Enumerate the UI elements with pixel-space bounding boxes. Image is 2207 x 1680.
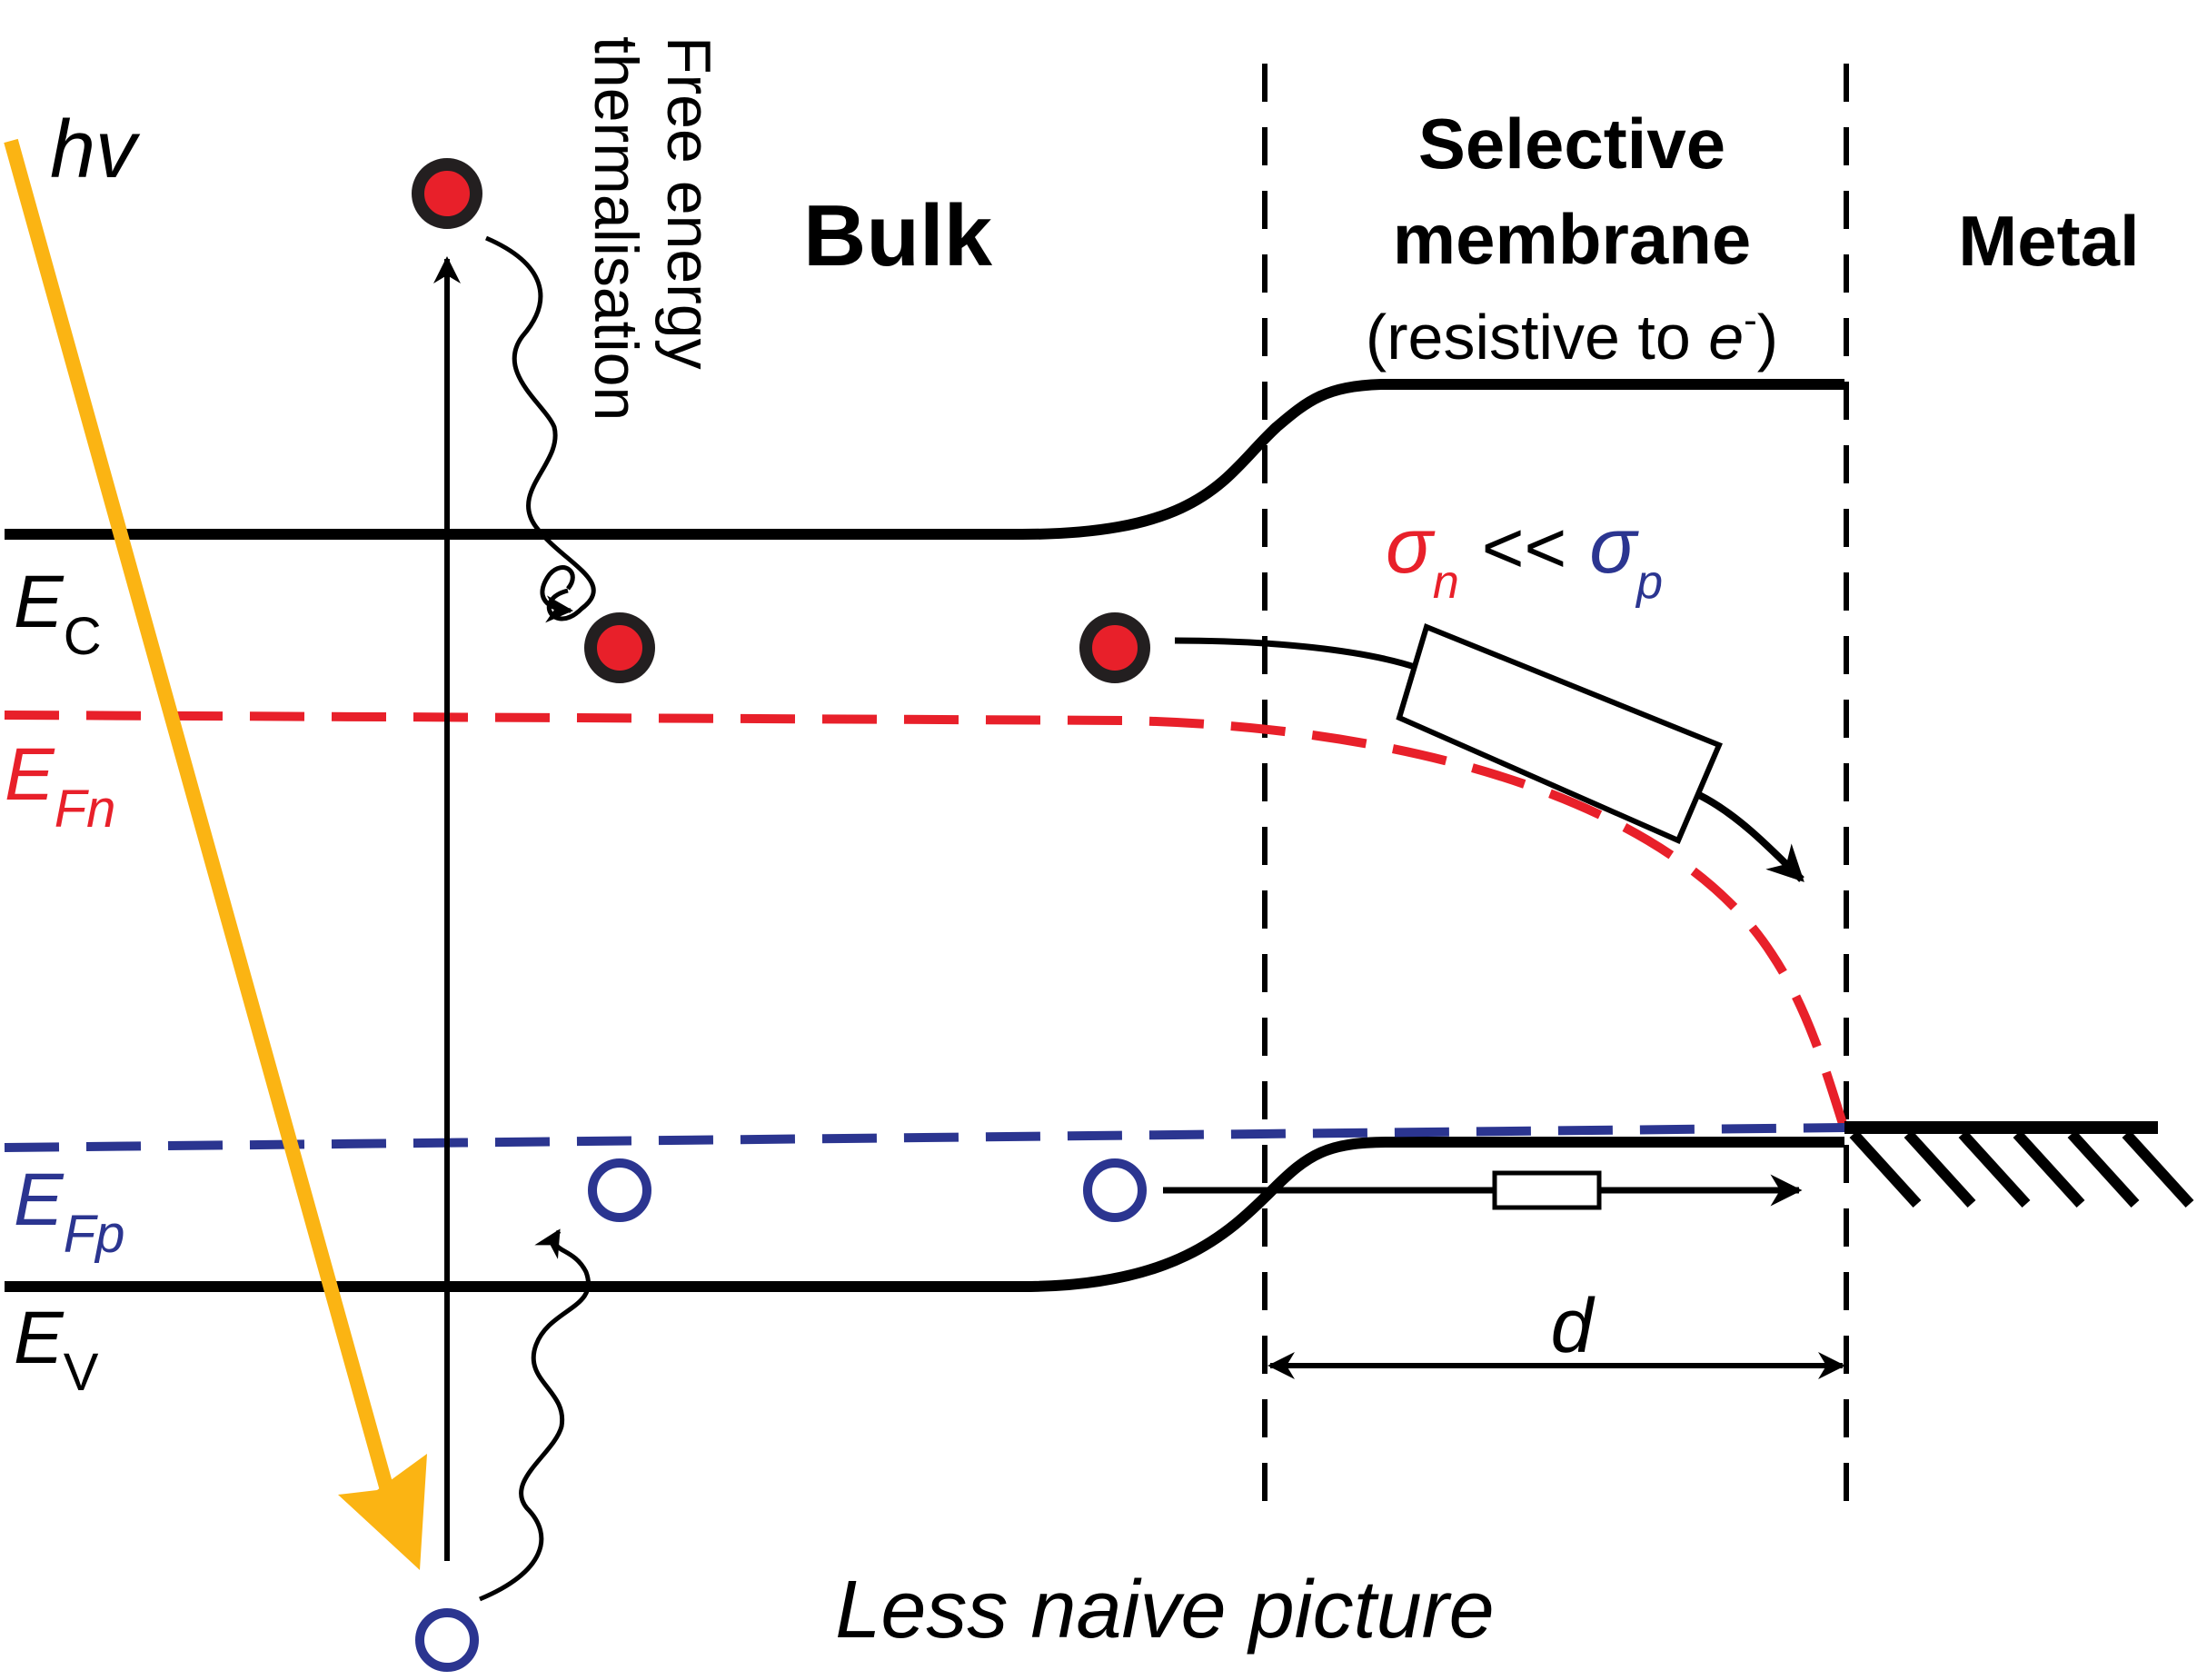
photon-arrow — [4, 138, 403, 1522]
small-resistor-icon — [1492, 1170, 1602, 1210]
selective-label-line2: membrane — [1393, 199, 1752, 279]
hole-icon — [415, 1608, 479, 1672]
electron-icon — [412, 158, 482, 229]
caption: Less naive picture — [835, 1565, 1494, 1655]
selective-label-line3: (resistive to e-) — [1366, 298, 1778, 373]
bulk-label: Bulk — [803, 187, 993, 284]
conductivity-relation: σn<<σp — [1386, 502, 1663, 609]
valence-band — [5, 1137, 1844, 1292]
electron-icon — [584, 612, 655, 683]
large-resistor-icon — [1396, 622, 1723, 844]
hole-icon — [1083, 1158, 1147, 1222]
ev-label: EV — [14, 1297, 99, 1402]
selective-label-line1: Selective — [1418, 104, 1725, 184]
thermalisation-label-line1: Free energy — [654, 36, 723, 370]
hole-fermi-level — [4, 1123, 1845, 1152]
ec-label: EC — [14, 561, 102, 666]
electron-thermalisation-path — [485, 235, 596, 621]
electron-thermalisation-tail — [540, 565, 575, 623]
electron-extraction-arrow — [1697, 791, 1804, 882]
electron-extraction-path — [1174, 637, 1419, 671]
conduction-band — [5, 379, 1844, 540]
ground-hatch-icon — [1849, 1129, 2194, 1208]
efp-label: EFp — [14, 1158, 124, 1264]
hole-icon — [588, 1158, 651, 1222]
hole-thermalisation-path — [479, 1228, 591, 1602]
photon-arrowhead-icon — [338, 1454, 427, 1570]
efn-label: EFn — [5, 733, 115, 839]
electron-icon — [1079, 612, 1150, 683]
metal-label: Metal — [1958, 201, 2139, 281]
electron-fermi-level — [4, 711, 1849, 1131]
thermalisation-label-line2: thermalisation — [582, 36, 651, 421]
thickness-label: d — [1551, 1283, 1596, 1368]
photon-label: hv — [50, 104, 141, 195]
